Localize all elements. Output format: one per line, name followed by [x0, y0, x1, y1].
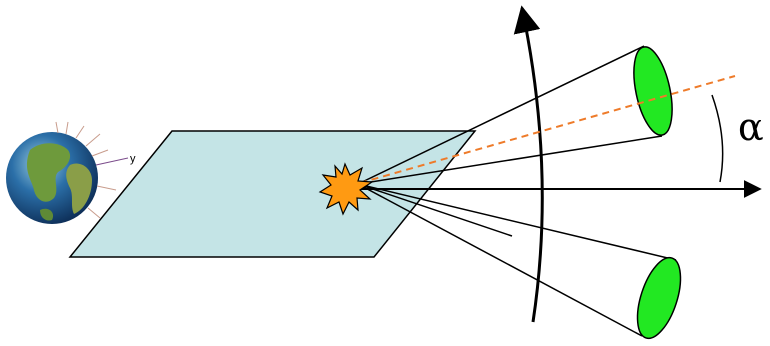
burst-icon — [318, 162, 374, 216]
earth-ray — [91, 149, 109, 157]
axis-label-y: y — [130, 153, 136, 165]
earth-ray — [65, 121, 69, 135]
earth-ray — [55, 121, 59, 134]
lower-cone — [357, 183, 682, 340]
beam-axis-dashed — [359, 75, 736, 184]
lower-cone-edge-top — [357, 183, 677, 261]
lower-cone-edge-mid — [357, 183, 513, 237]
earth-y-axis — [95, 157, 129, 166]
earth-ray — [75, 125, 85, 139]
earth-landmass-2 — [66, 163, 92, 214]
angle-label-alpha: α — [738, 105, 764, 149]
upper-cone — [357, 45, 673, 185]
upper-cone-edge-top — [357, 45, 645, 185]
upper-cone-base — [633, 46, 673, 136]
earth-ray — [96, 185, 117, 191]
earth-globe-icon: y — [6, 121, 136, 224]
rotation-arrow — [513, 5, 544, 323]
earth-landmass-1 — [26, 143, 71, 202]
upper-cone-edge-bottom — [357, 135, 663, 185]
ground-plane — [68, 130, 477, 258]
earth-ray — [85, 133, 101, 147]
lower-cone-base — [636, 256, 682, 340]
earth-landmass-3 — [40, 208, 54, 221]
angle-arc — [711, 94, 724, 183]
earth-ray — [87, 207, 101, 219]
lower-cone-edge-bottom — [357, 183, 643, 337]
